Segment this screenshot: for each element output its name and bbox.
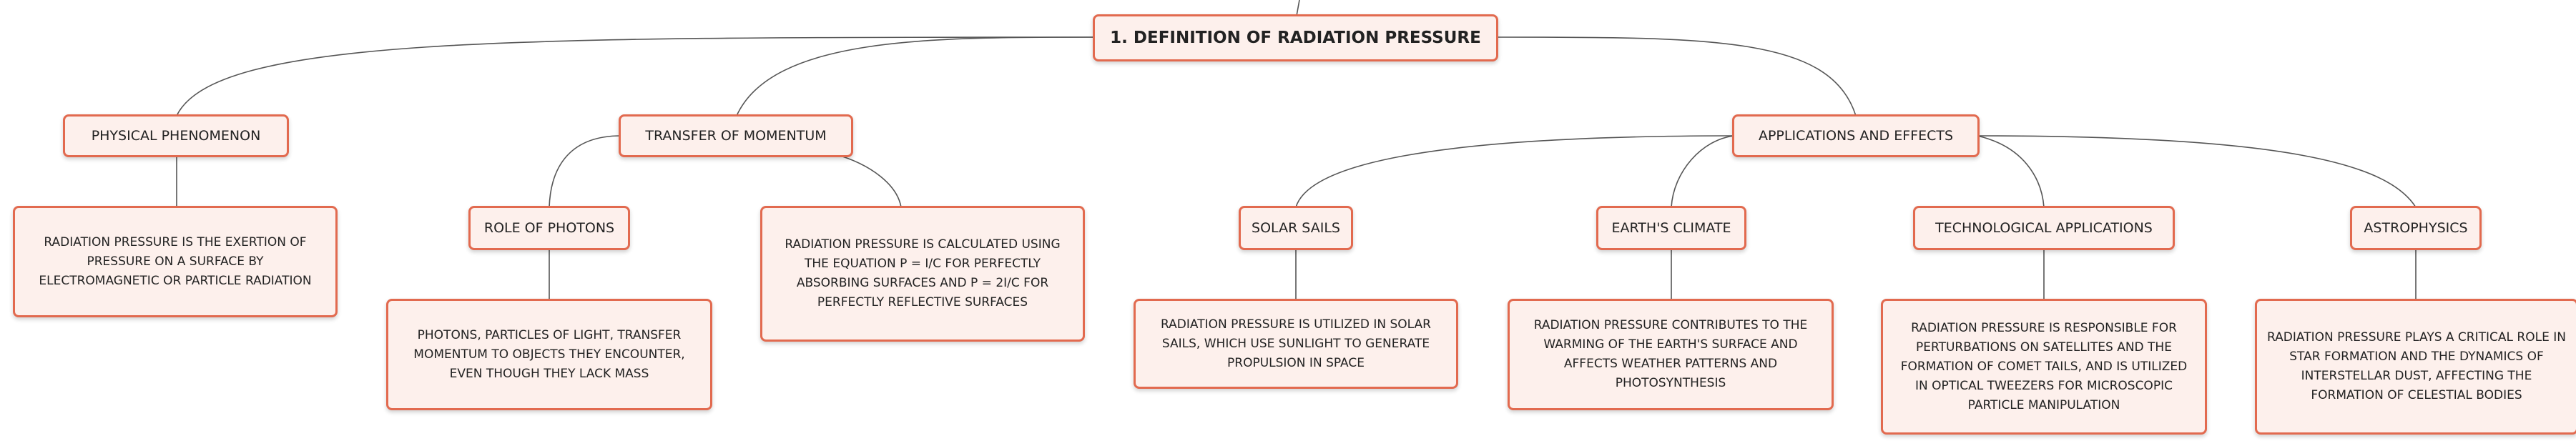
node-physical-phenomenon[interactable]: PHYSICAL PHENOMENON — [63, 114, 289, 157]
connector-root-momentum — [736, 36, 1093, 117]
connector-momentum-equation — [832, 153, 902, 208]
applications-label: APPLICATIONS AND EFFECTS — [1758, 128, 1954, 144]
photons-leaf-text: PHOTONS, PARTICLES OF LIGHT, TRANSFER MO… — [413, 327, 685, 381]
physical-label: PHYSICAL PHENOMENON — [91, 128, 261, 144]
leaf-astrophysics[interactable]: RADIATION PRESSURE PLAYS A CRITICAL ROLE… — [2255, 299, 2576, 435]
leaf-physical-phenomenon[interactable]: RADIATION PRESSURE IS THE EXERTION OF PR… — [13, 206, 338, 317]
connector-root-physical — [176, 36, 1093, 117]
solar-leaf-text: RADIATION PRESSURE IS UTILIZED IN SOLAR … — [1161, 317, 1431, 370]
connector-applications-tech — [1977, 135, 2045, 208]
node-applications-and-effects[interactable]: APPLICATIONS AND EFFECTS — [1732, 114, 1980, 157]
astro-label: ASTROPHYSICS — [2364, 220, 2468, 236]
leaf-technological-applications[interactable]: RADIATION PRESSURE IS RESPONSIBLE FOR PE… — [1881, 299, 2207, 435]
leaf-role-of-photons[interactable]: PHOTONS, PARTICLES OF LIGHT, TRANSFER MO… — [386, 299, 712, 410]
equation-leaf-text: RADIATION PRESSURE IS CALCULATED USING T… — [785, 237, 1061, 309]
node-technological-applications[interactable]: TECHNOLOGICAL APPLICATIONS — [1913, 206, 2175, 250]
leaf-momentum-equation[interactable]: RADIATION PRESSURE IS CALCULATED USING T… — [760, 206, 1085, 342]
root-label: 1. DEFINITION OF RADIATION PRESSURE — [1110, 29, 1481, 47]
connector-applications-solar — [1295, 135, 1735, 208]
connector-applications-astro — [1977, 135, 2417, 208]
astro-leaf-text: RADIATION PRESSURE PLAYS A CRITICAL ROLE… — [2267, 330, 2566, 402]
solar-label: SOLAR SAILS — [1252, 220, 1340, 236]
root-node[interactable]: 1. DEFINITION OF RADIATION PRESSURE — [1093, 14, 1498, 61]
node-solar-sails[interactable]: SOLAR SAILS — [1239, 206, 1353, 250]
climate-leaf-text: RADIATION PRESSURE CONTRIBUTES TO THE WA… — [1533, 318, 1808, 390]
physical-leaf-text: RADIATION PRESSURE IS THE EXERTION OF PR… — [39, 234, 312, 288]
connector-parent-root — [1296, 0, 1300, 16]
tech-label: TECHNOLOGICAL APPLICATIONS — [1935, 220, 2153, 236]
tech-leaf-text: RADIATION PRESSURE IS RESPONSIBLE FOR PE… — [1900, 320, 2188, 412]
node-role-of-photons[interactable]: ROLE OF PHOTONS — [468, 206, 630, 250]
momentum-label: TRANSFER OF MOMENTUM — [645, 128, 827, 144]
leaf-solar-sails[interactable]: RADIATION PRESSURE IS UTILIZED IN SOLAR … — [1134, 299, 1458, 389]
connector-applications-climate — [1671, 135, 1735, 208]
node-earths-climate[interactable]: EARTH'S CLIMATE — [1596, 206, 1746, 250]
node-transfer-of-momentum[interactable]: TRANSFER OF MOMENTUM — [619, 114, 853, 157]
connector-momentum-photons — [549, 135, 621, 208]
node-astrophysics[interactable]: ASTROPHYSICS — [2350, 206, 2482, 250]
connector-root-applications — [1498, 36, 1857, 117]
photons-label: ROLE OF PHOTONS — [483, 220, 615, 236]
climate-label: EARTH'S CLIMATE — [1611, 220, 1731, 236]
leaf-earths-climate[interactable]: RADIATION PRESSURE CONTRIBUTES TO THE WA… — [1508, 299, 1834, 410]
